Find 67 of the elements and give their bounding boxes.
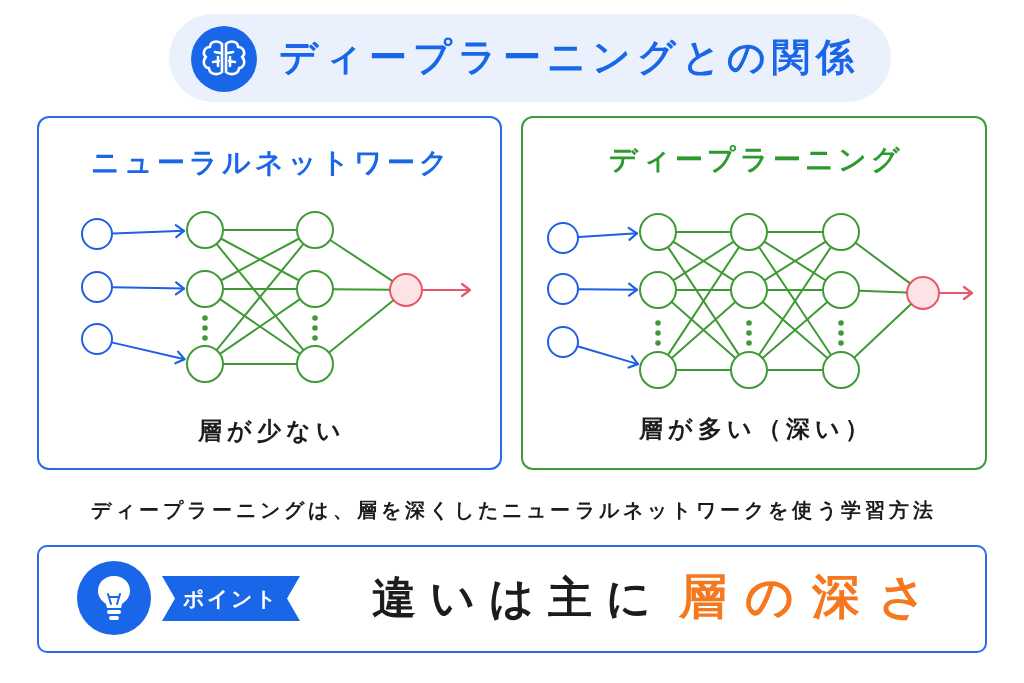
arrow: [578, 226, 639, 241]
connection-line: [859, 289, 907, 294]
hidden-node-circle: [730, 213, 768, 251]
hidden-node-circle: [730, 271, 768, 309]
input-node-circle: [81, 323, 113, 355]
crossing-lines: [220, 238, 300, 281]
hidden-node-circle: [296, 211, 334, 249]
input-node-circle: [81, 218, 113, 250]
hidden-node-circle: [822, 351, 860, 389]
panel-caption: 層が多い（深い）: [638, 416, 874, 444]
panel: [521, 116, 987, 470]
connection-line: [223, 288, 297, 290]
input-node-circle: [547, 326, 579, 358]
hidden-node-circle: [639, 271, 677, 309]
arrow: [422, 282, 472, 298]
hidden-node-circle: [639, 351, 677, 389]
crossing-lines: [673, 241, 734, 281]
panel-heading: ニューラルネットワーク: [90, 146, 452, 180]
hidden-node-circle: [296, 345, 334, 383]
crossing-lines: [667, 246, 740, 356]
arrow: [112, 281, 186, 296]
crossing-lines: [764, 241, 826, 281]
crossing-lines: [671, 301, 736, 359]
input-node-circle: [81, 271, 113, 303]
connection-line: [855, 242, 911, 284]
connection-line: [223, 229, 297, 231]
crossing-lines: [219, 298, 301, 355]
connection-line: [767, 369, 823, 371]
output-node-circle: [906, 276, 940, 310]
connection-line: [676, 231, 731, 233]
hidden-node-circle: [186, 211, 224, 249]
panel-heading: ディープラーニング: [607, 143, 904, 177]
connection-line: [767, 289, 823, 291]
crossing-lines: [216, 243, 304, 351]
output-node-circle: [389, 273, 423, 307]
input-node-circle: [547, 273, 579, 305]
connection-line: [676, 369, 731, 371]
hidden-node-circle: [186, 345, 224, 383]
hidden-node-circle: [296, 270, 334, 308]
panel: [37, 116, 502, 470]
arrow: [939, 285, 974, 301]
highlighted-message: 層の深さ: [679, 569, 945, 625]
hidden-node-circle: [822, 271, 860, 309]
panel-caption: 層が少ない: [197, 418, 346, 446]
point-ribbon: ポイント: [162, 576, 300, 621]
input-node-circle: [547, 222, 579, 254]
connection-line: [223, 363, 297, 365]
connection-line: [676, 289, 731, 291]
arrow: [578, 282, 639, 297]
summary-text: ディープラーニングは、層を深くしたニューラルネットワークを使う学習方法: [89, 498, 938, 522]
connection-line: [329, 239, 393, 282]
crossing-lines: [758, 246, 832, 356]
hidden-node-circle: [639, 213, 677, 251]
hidden-node-circle: [730, 351, 768, 389]
arrow: [577, 345, 639, 369]
arrow: [111, 341, 186, 365]
title: ディープラーニングとの関係: [277, 36, 860, 80]
connection-line: [328, 299, 394, 353]
callout-box: [37, 545, 987, 653]
connection-line: [853, 303, 912, 358]
connection-line: [767, 231, 823, 233]
hidden-node-circle: [186, 270, 224, 308]
key-message: 違いは主に: [372, 573, 665, 624]
arrow: [112, 224, 186, 239]
hidden-node-circle: [822, 213, 860, 251]
connection-line: [333, 288, 390, 291]
crossing-lines: [762, 301, 828, 359]
